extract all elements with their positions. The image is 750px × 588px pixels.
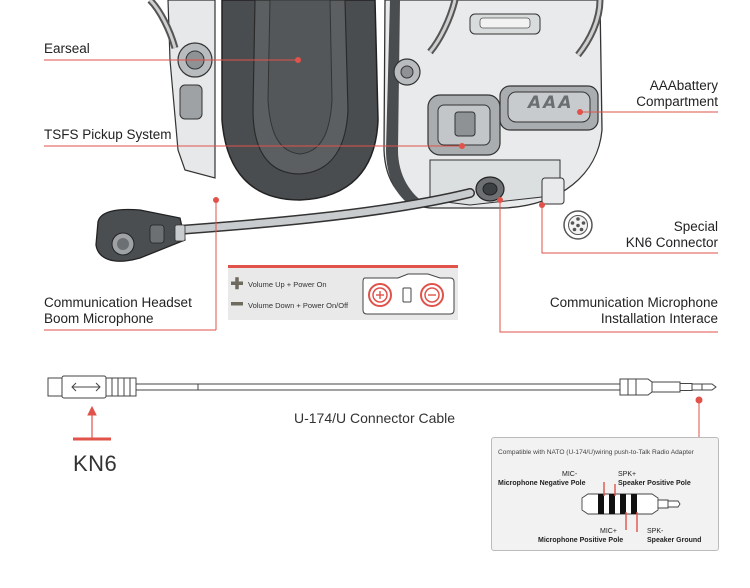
volume-up-button-icon — [368, 283, 392, 307]
label-boom-line2: Boom Microphone — [44, 311, 154, 326]
label-earseal: Earseal — [44, 41, 90, 56]
kn6-connector-icon — [563, 210, 593, 240]
volume-down-button-icon — [420, 283, 444, 307]
label-kn6-line2: KN6 Connector — [625, 235, 718, 250]
pin-spk-pos-short: SPK+ — [618, 471, 637, 478]
pin-spk-pos-long: Speaker Positive Pole — [618, 480, 691, 487]
pinout-plug-drawing — [581, 482, 681, 532]
label-battery-compartment: AAAbattery Compartment — [636, 78, 718, 110]
volume-down-text: Volume Down + Power On/Off — [248, 301, 349, 310]
pin-spk-neg-long: Speaker Ground — [647, 537, 702, 544]
adapter-title: Compatible with NATO (U-174/U)wiring pus… — [498, 449, 694, 456]
pin-spk-neg-short: SPK- — [647, 528, 664, 535]
label-mic-installation: Communication Microphone Installation In… — [550, 295, 718, 327]
label-battery-line2: Compartment — [636, 94, 718, 109]
label-battery-line1: AAAbattery — [649, 78, 718, 93]
pin-mic-pos-short: MIC+ — [600, 528, 617, 535]
volume-up-text: Volume Up + Power On — [248, 280, 327, 289]
label-install-line2: Installation Interace — [600, 311, 718, 326]
label-tsfs-pickup: TSFS Pickup System — [44, 127, 172, 142]
pin-mic-neg-short: MIC- — [562, 471, 578, 478]
battery-cover-text: AAA — [528, 93, 574, 113]
minus-icon — [231, 302, 243, 306]
kn6-label: KN6 — [73, 451, 118, 476]
cable-label: U-174/U Connector Cable — [294, 410, 456, 426]
label-kn6-line1: Special — [673, 219, 718, 234]
label-kn6-connector: Special KN6 Connector — [626, 219, 718, 251]
label-boom-microphone: Communication Headset Boom Microphone — [44, 295, 192, 327]
pin-mic-pos-long: Microphone Positive Pole — [538, 537, 624, 544]
connector-cable — [47, 375, 717, 399]
plus-icon — [231, 277, 243, 290]
controls-inset: Volume Up + Power On Volume Down + Power… — [228, 265, 458, 320]
controls-inset-art — [231, 273, 455, 315]
label-boom-line1: Communication Headset — [44, 295, 192, 310]
adapter-pinout-panel: Compatible with NATO (U-174/U)wiring pus… — [491, 437, 719, 551]
pin-mic-neg-long: Microphone Negative Pole — [498, 480, 586, 487]
label-install-line1: Communication Microphone — [549, 295, 718, 310]
